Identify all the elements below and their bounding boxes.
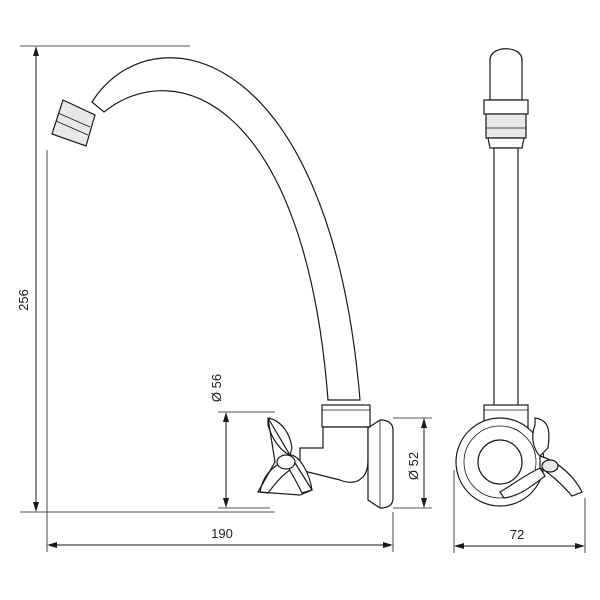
handle-diameter-dimension: Ø 56 [209, 374, 275, 509]
wall-flange [367, 419, 394, 509]
spout-collar [321, 404, 371, 428]
front-view [455, 48, 583, 507]
aerator-band [483, 99, 529, 115]
width-dimension: 190 [46, 150, 394, 552]
cross-handle-side [257, 417, 313, 496]
aerator-ring [485, 113, 527, 139]
depth-label: 72 [510, 527, 524, 542]
side-view [51, 57, 394, 509]
height-dimension: 256 [16, 45, 275, 513]
front-body [477, 439, 523, 485]
spout-top-cap [489, 48, 523, 101]
height-label: 256 [16, 289, 31, 311]
flange-diameter-dimension: Ø 52 [393, 417, 432, 509]
aerator [51, 99, 96, 147]
spout-outer-contour [91, 57, 361, 401]
spout-riser [493, 147, 519, 409]
front-flange-inner [463, 425, 537, 499]
flange-diameter-label: Ø 52 [406, 452, 421, 480]
cross-handle-front [499, 417, 583, 499]
valve-body [299, 426, 369, 483]
width-label: 190 [211, 526, 233, 541]
depth-dimension: 72 [453, 470, 586, 553]
handle-diameter-label: Ø 56 [209, 374, 224, 402]
